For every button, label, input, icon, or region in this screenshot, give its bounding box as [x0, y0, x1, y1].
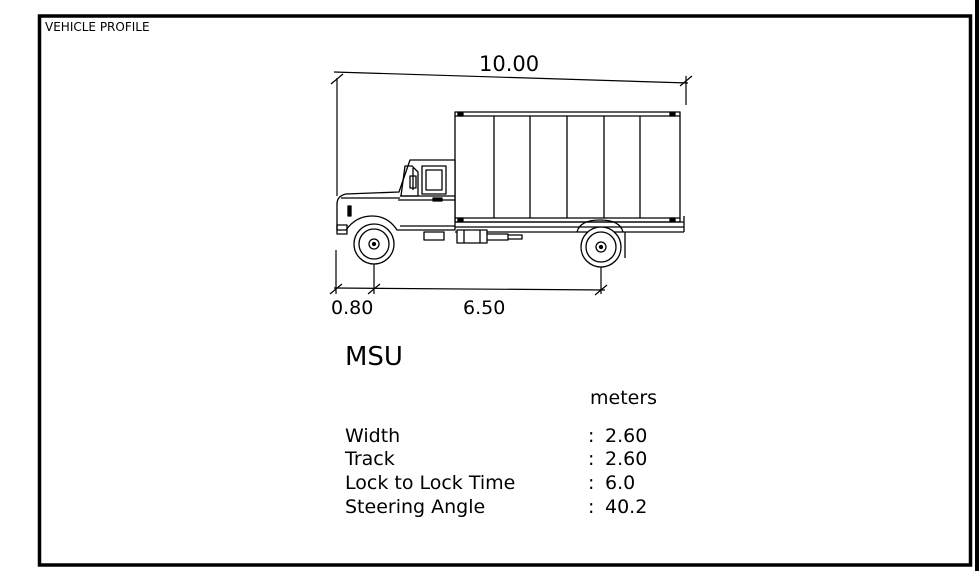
spec-sep-track: : [588, 448, 594, 470]
spec-label-width: Width [345, 425, 400, 447]
spec-value-track: 2.60 [605, 448, 647, 470]
overall-length-dimension [330, 71, 693, 196]
lower-dimension-lines [329, 244, 608, 296]
spec-sep-steering-angle: : [588, 496, 594, 518]
spec-label-track: Track [344, 448, 395, 470]
spec-value-steering-angle: 40.2 [605, 496, 647, 518]
overall-length-label: 10.00 [479, 52, 539, 76]
spec-label-steering-angle: Steering Angle [345, 496, 485, 518]
unit-label: meters [590, 387, 657, 409]
vehicle-name: MSU [345, 342, 403, 372]
spec-sep-width: : [588, 425, 594, 447]
spec-sep-lock-time: : [588, 472, 594, 494]
truck-drawing [336, 111, 685, 268]
spec-value-width: 2.60 [605, 425, 647, 447]
spec-label-lock-time: Lock to Lock Time [345, 472, 515, 494]
spec-value-lock-time: 6.0 [605, 472, 635, 494]
drawing-border [37, 14, 973, 567]
wheelbase-label: 6.50 [463, 297, 505, 319]
front-overhang-label: 0.80 [331, 297, 373, 319]
sheet-title: VEHICLE PROFILE [45, 20, 150, 34]
spec-table: Width : 2.60 Track : 2.60 Lock to Lock T… [344, 425, 647, 518]
